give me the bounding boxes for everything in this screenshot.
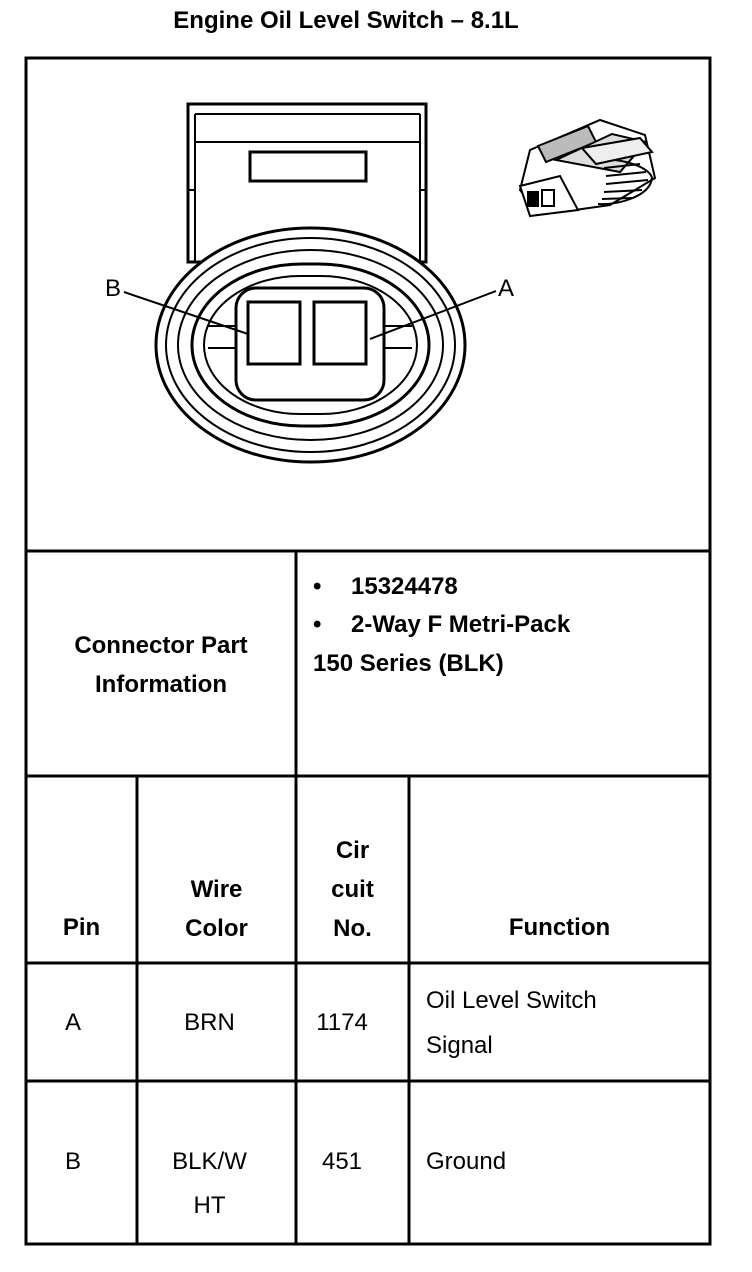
table-row-b-wire-color-line2: HT — [193, 1192, 226, 1219]
header-circuit-number: Cir cuit No. — [296, 831, 409, 948]
connector-info-heading-line1: Connector Part — [74, 632, 248, 659]
table-row-a-function-line1: Oil Level Switch — [426, 987, 597, 1014]
connector-label-a: A — [498, 275, 515, 302]
table-row-b-pin: B — [64, 1148, 81, 1175]
connector-info-bullet-description: • 2-Way F Metri-Pack — [297, 606, 570, 644]
connector-info-bullet-part-number: • 15324478 — [297, 568, 458, 606]
connector-part-number: 15324478 — [351, 573, 458, 600]
bullet-icon: • — [313, 573, 322, 600]
table-row-a-function: Oil Level Switch Signal — [426, 978, 597, 1068]
header-function: Function — [508, 914, 611, 941]
table-row-b-wire-color-line1: BLK/W — [172, 1148, 247, 1175]
connector-label-b: B — [105, 275, 122, 302]
table-row-b-function: Ground — [426, 1148, 507, 1175]
table-borders — [24, 56, 712, 1246]
connector-isometric-drawing — [518, 118, 657, 218]
header-circuit-line3: No. — [333, 915, 372, 942]
header-circuit-line1: Cir — [335, 837, 370, 864]
table-row-a-circuit: 1174 — [316, 1009, 368, 1036]
table-row-a-pin: A — [64, 1009, 81, 1036]
header-wire-color-line1: Wire — [190, 876, 243, 903]
table-row-a-function-line2: Signal — [426, 1032, 493, 1059]
connector-face-drawing — [123, 102, 497, 464]
table-row-b-wire-color: BLK/W HT — [137, 1140, 282, 1228]
page-title: Engine Oil Level Switch – 8.1L — [173, 7, 519, 34]
table-row-b-circuit: 451 — [321, 1148, 363, 1175]
connector-description: 2-Way F Metri-Pack — [351, 611, 571, 638]
connector-info-heading: Connector Part Information — [26, 626, 296, 704]
header-pin: Pin — [62, 914, 101, 941]
connector-info-series: 150 Series (BLK) — [313, 650, 504, 677]
header-circuit-line2: cuit — [331, 876, 374, 903]
header-wire-color: Wire Color — [137, 870, 296, 948]
connector-info-heading-line2: Information — [95, 671, 227, 698]
table-row-a-wire-color: BRN — [184, 1009, 235, 1036]
bullet-icon: • — [313, 611, 322, 638]
header-wire-color-line2: Color — [185, 915, 248, 942]
